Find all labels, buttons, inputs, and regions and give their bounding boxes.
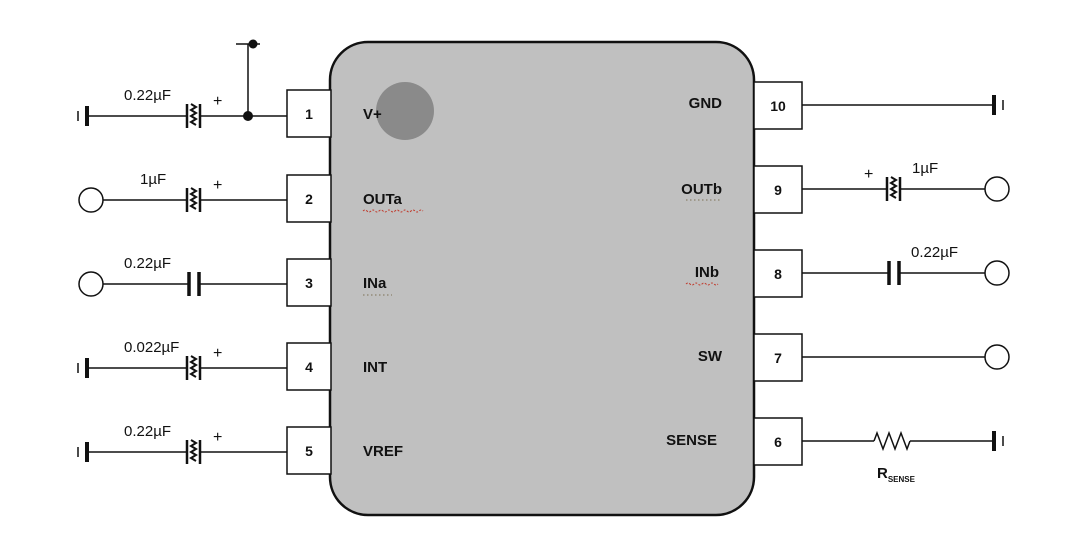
ground-symbol-icon [77,358,89,378]
pin1-circuit: 0.22µF + [77,39,287,128]
junction-dot [243,111,253,121]
capacitor-value-label: 0.22µF [124,255,171,272]
capacitor-icon [187,272,201,296]
pin4-circuit: 0.022µF + [77,339,287,380]
terminal-icon [78,271,104,297]
terminal-icon [78,187,104,213]
capacitor-value-label: 1µF [140,171,166,188]
capacitor-value-label: 0.22µF [124,87,171,104]
capacitor-value-label: 0.22µF [124,423,171,440]
pin-number: 5 [305,443,313,459]
ground-symbol-icon [992,95,1004,115]
polarity-plus-label: + [213,345,222,362]
pin-label-outa: OUTa [363,191,403,208]
pin-box-9: 9 [753,165,803,214]
pin-box-6: 6 [753,417,803,466]
polarity-plus-label: + [213,93,222,110]
electrolytic-capacitor-icon [185,103,202,128]
electrolytic-capacitor-icon [185,187,202,212]
pin-label-sw: SW [698,348,723,365]
pin-box-3: 3 [286,258,332,307]
pin1-marker [376,82,434,140]
spellcheck-underline [685,282,719,286]
pin-label-ina: INa [363,275,387,292]
pin-label-int: INT [363,359,387,376]
pin-number: 1 [305,106,313,122]
supply-node-dot [248,39,258,49]
pin-label-outb: OUTb [681,181,722,198]
pin8-circuit: 0.22µF [802,244,1010,286]
terminal-icon [984,176,1010,202]
pin-number: 4 [305,359,313,375]
ground-symbol-icon [992,431,1004,451]
electrolytic-capacitor-icon [885,176,902,201]
electrolytic-capacitor-icon [185,355,202,380]
pin-label-sense: SENSE [666,432,717,449]
pin-label-inb: INb [695,264,719,281]
pin-box-2: 2 [286,174,332,223]
pin-box-1: 1 [286,89,332,138]
terminal-icon [984,260,1010,286]
pin9-circuit: + 1µF [802,160,1010,202]
pin7-circuit [802,344,1010,370]
pin-number: 3 [305,275,313,291]
pin-number: 7 [774,350,782,366]
resistor-icon [873,430,911,452]
pin-number: 9 [774,182,782,198]
pin-number: 10 [770,98,786,114]
pin-box-10: 10 [753,81,803,130]
polarity-plus-label: + [213,177,222,194]
pin-label-gnd: GND [689,95,723,112]
capacitor-value-label: 0.22µF [911,244,958,261]
resistor-label-subscript: SENSE [888,475,916,484]
resistor-label: RSENSE [877,465,916,484]
pin-number: 2 [305,191,313,207]
pin-label-vref: VREF [363,443,403,460]
capacitor-value-label: 0.022µF [124,339,179,356]
pin5-circuit: 0.22µF + [77,423,287,464]
terminal-icon [984,344,1010,370]
spellcheck-underline [362,209,424,213]
pin-number: 8 [774,266,782,282]
pin6-circuit: RSENSE [802,430,1004,484]
pin-box-7: 7 [753,333,803,382]
pin-number: 6 [774,434,782,450]
pin-box-5: 5 [286,426,332,475]
capacitor-value-label: 1µF [912,160,938,177]
resistor-label-main: R [877,465,888,482]
electrolytic-capacitor-icon [185,439,202,464]
capacitor-icon [887,261,901,285]
pin-box-4: 4 [286,342,332,391]
pin-label-v-plus: V+ [363,106,382,123]
pin2-circuit: 1µF + [78,171,287,213]
pin-box-8: 8 [753,249,803,298]
ground-symbol-icon [77,106,89,126]
ground-symbol-icon [77,442,89,462]
pin3-circuit: 0.22µF [78,255,287,297]
polarity-plus-label: + [213,429,222,446]
polarity-plus-label: + [864,166,873,183]
pin10-circuit [802,95,1004,115]
